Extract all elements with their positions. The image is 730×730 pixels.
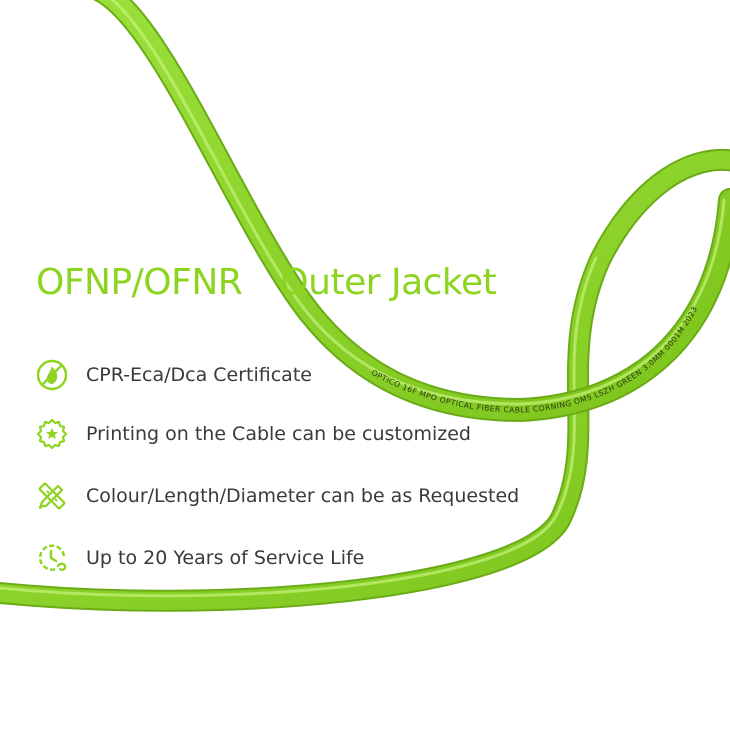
feature-item-service-life: Up to 20 Years of Service Life [36,542,364,574]
feature-label: Up to 20 Years of Service Life [86,547,365,569]
badge-icon [36,418,68,450]
title-part-1: OFNP/OFNR [36,262,243,303]
pencil-ruler-icon [38,482,66,510]
page-title: OFNP/OFNR Outer Jacket [36,262,497,303]
title-part-2: Outer Jacket [280,262,497,303]
clock-icon [38,544,67,571]
feature-label: Colour/Length/Diameter can be as Request… [86,485,520,507]
feature-item-custom-size: Colour/Length/Diameter can be as Request… [36,480,519,512]
feature-item-certificate: CPR-Eca/Dca Certificate [36,359,312,391]
feature-label: Printing on the Cable can be customized [86,423,471,445]
feature-label: CPR-Eca/Dca Certificate [86,364,312,386]
no-fire-icon [36,359,68,391]
feature-item-printing: Printing on the Cable can be customized [36,418,471,450]
